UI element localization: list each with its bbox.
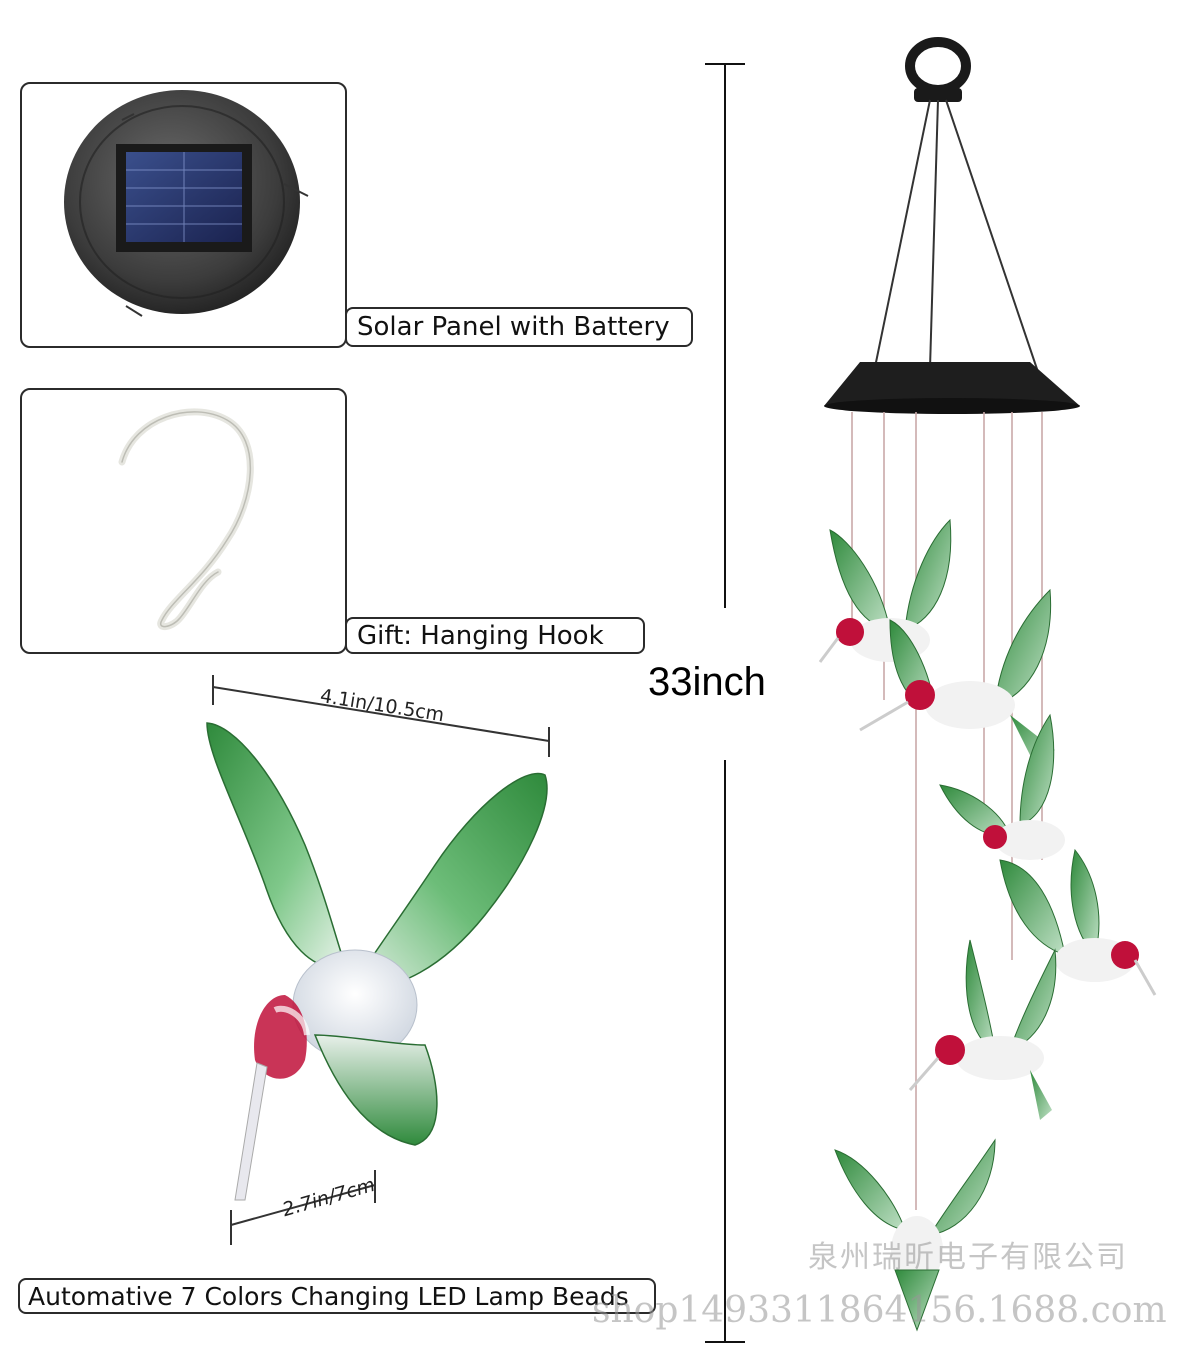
height-dimension-line: [705, 63, 745, 1343]
chime-bird: [939, 713, 1065, 860]
watermark-company: 泉州瑞昕电子有限公司: [808, 1240, 1128, 1275]
solar-panel-icon: [64, 90, 309, 317]
solar-panel-box: [20, 82, 347, 348]
hummingbird-icon: [206, 675, 550, 1245]
watermark-url: shop1493311864156.1688.com: [592, 1290, 1167, 1331]
led-label: Automative 7 Colors Changing LED Lamp Be…: [18, 1278, 656, 1314]
chime-bird: [999, 848, 1157, 996]
chime-bird: [834, 1138, 996, 1332]
hanging-hook-icon: [118, 408, 254, 630]
hook-box: [20, 388, 347, 654]
chime-bird: [859, 588, 1055, 765]
solar-panel-label: Solar Panel with Battery: [345, 307, 693, 347]
hook-label: Gift: Hanging Hook: [345, 617, 645, 654]
wind-chime-icon: [818, 37, 1157, 1332]
height-value: 33inch: [648, 660, 766, 704]
chime-bird: [908, 939, 1057, 1120]
chime-bird: [818, 518, 952, 663]
